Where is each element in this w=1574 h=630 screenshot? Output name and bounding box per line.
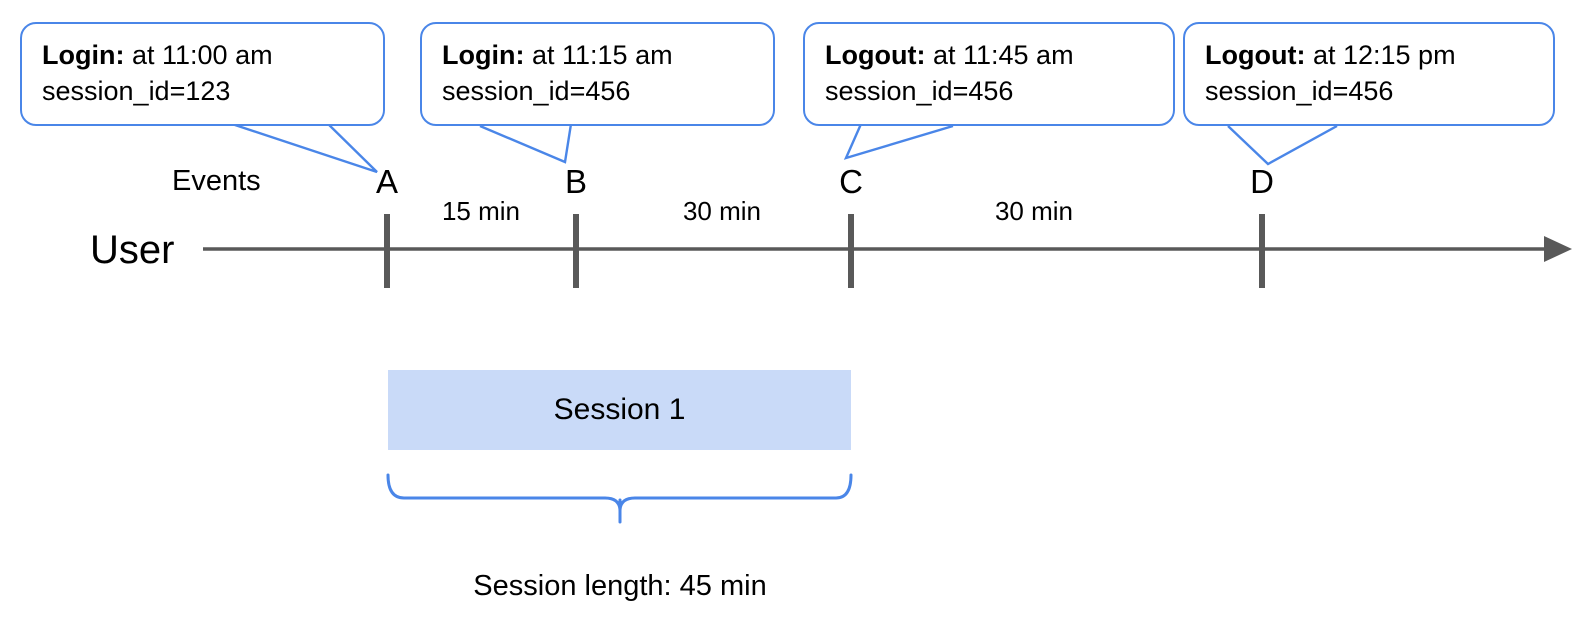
callout-session-id: session_id=456 <box>1205 75 1394 106</box>
session-length-caption: Session length: 45 min <box>473 570 767 602</box>
session-length-brace <box>386 473 853 524</box>
callout-tail-d <box>1227 124 1338 166</box>
event-marker-a: A <box>375 163 399 200</box>
event-marker-c: C <box>839 163 863 200</box>
callout-event-type: Login: <box>442 40 525 70</box>
callout-logout-1215[interactable]: Logout: at 12:15 pm session_id=456 <box>1183 22 1555 126</box>
callout-login-1115[interactable]: Login: at 11:15 am session_id=456 <box>420 22 775 126</box>
callout-line-primary: Login: at 11:00 am <box>42 38 367 74</box>
callout-session-id: session_id=456 <box>825 75 1014 106</box>
user-row-label: User <box>90 228 175 272</box>
callout-login-1100[interactable]: Login: at 11:00 am session_id=123 <box>20 22 385 126</box>
callout-event-time: at 11:00 am <box>131 40 273 70</box>
callout-event-time: at 11:45 am <box>932 40 1074 70</box>
event-marker-b: B <box>564 163 588 200</box>
callout-event-time: at 11:15 am <box>531 40 673 70</box>
callout-line-primary: Logout: at 11:45 am <box>825 38 1157 74</box>
interval-label-a-b: 15 min <box>441 196 521 226</box>
session-bar-1[interactable]: Session 1 <box>388 370 851 450</box>
callout-tail-b <box>479 123 573 164</box>
events-row-label: Events <box>172 165 261 197</box>
callout-tail-c <box>843 123 954 160</box>
interval-label-c-d: 30 min <box>994 196 1074 226</box>
timeline-axis <box>203 236 1572 262</box>
interval-label-b-c: 30 min <box>682 196 762 226</box>
callout-event-type: Logout: <box>825 40 926 70</box>
callout-line-primary: Logout: at 12:15 pm <box>1205 38 1537 74</box>
callout-session-id: session_id=456 <box>442 75 631 106</box>
callout-event-type: Login: <box>42 40 125 70</box>
callout-event-time: at 12:15 pm <box>1312 40 1456 70</box>
callout-session-id: session_id=123 <box>42 75 231 106</box>
session-bar-label: Session 1 <box>553 393 686 426</box>
callout-logout-1145[interactable]: Logout: at 11:45 am session_id=456 <box>803 22 1175 126</box>
callout-tail-a <box>231 117 378 174</box>
callout-event-type: Logout: <box>1205 40 1306 70</box>
event-marker-d: D <box>1250 163 1274 200</box>
callout-line-primary: Login: at 11:15 am <box>442 38 757 74</box>
